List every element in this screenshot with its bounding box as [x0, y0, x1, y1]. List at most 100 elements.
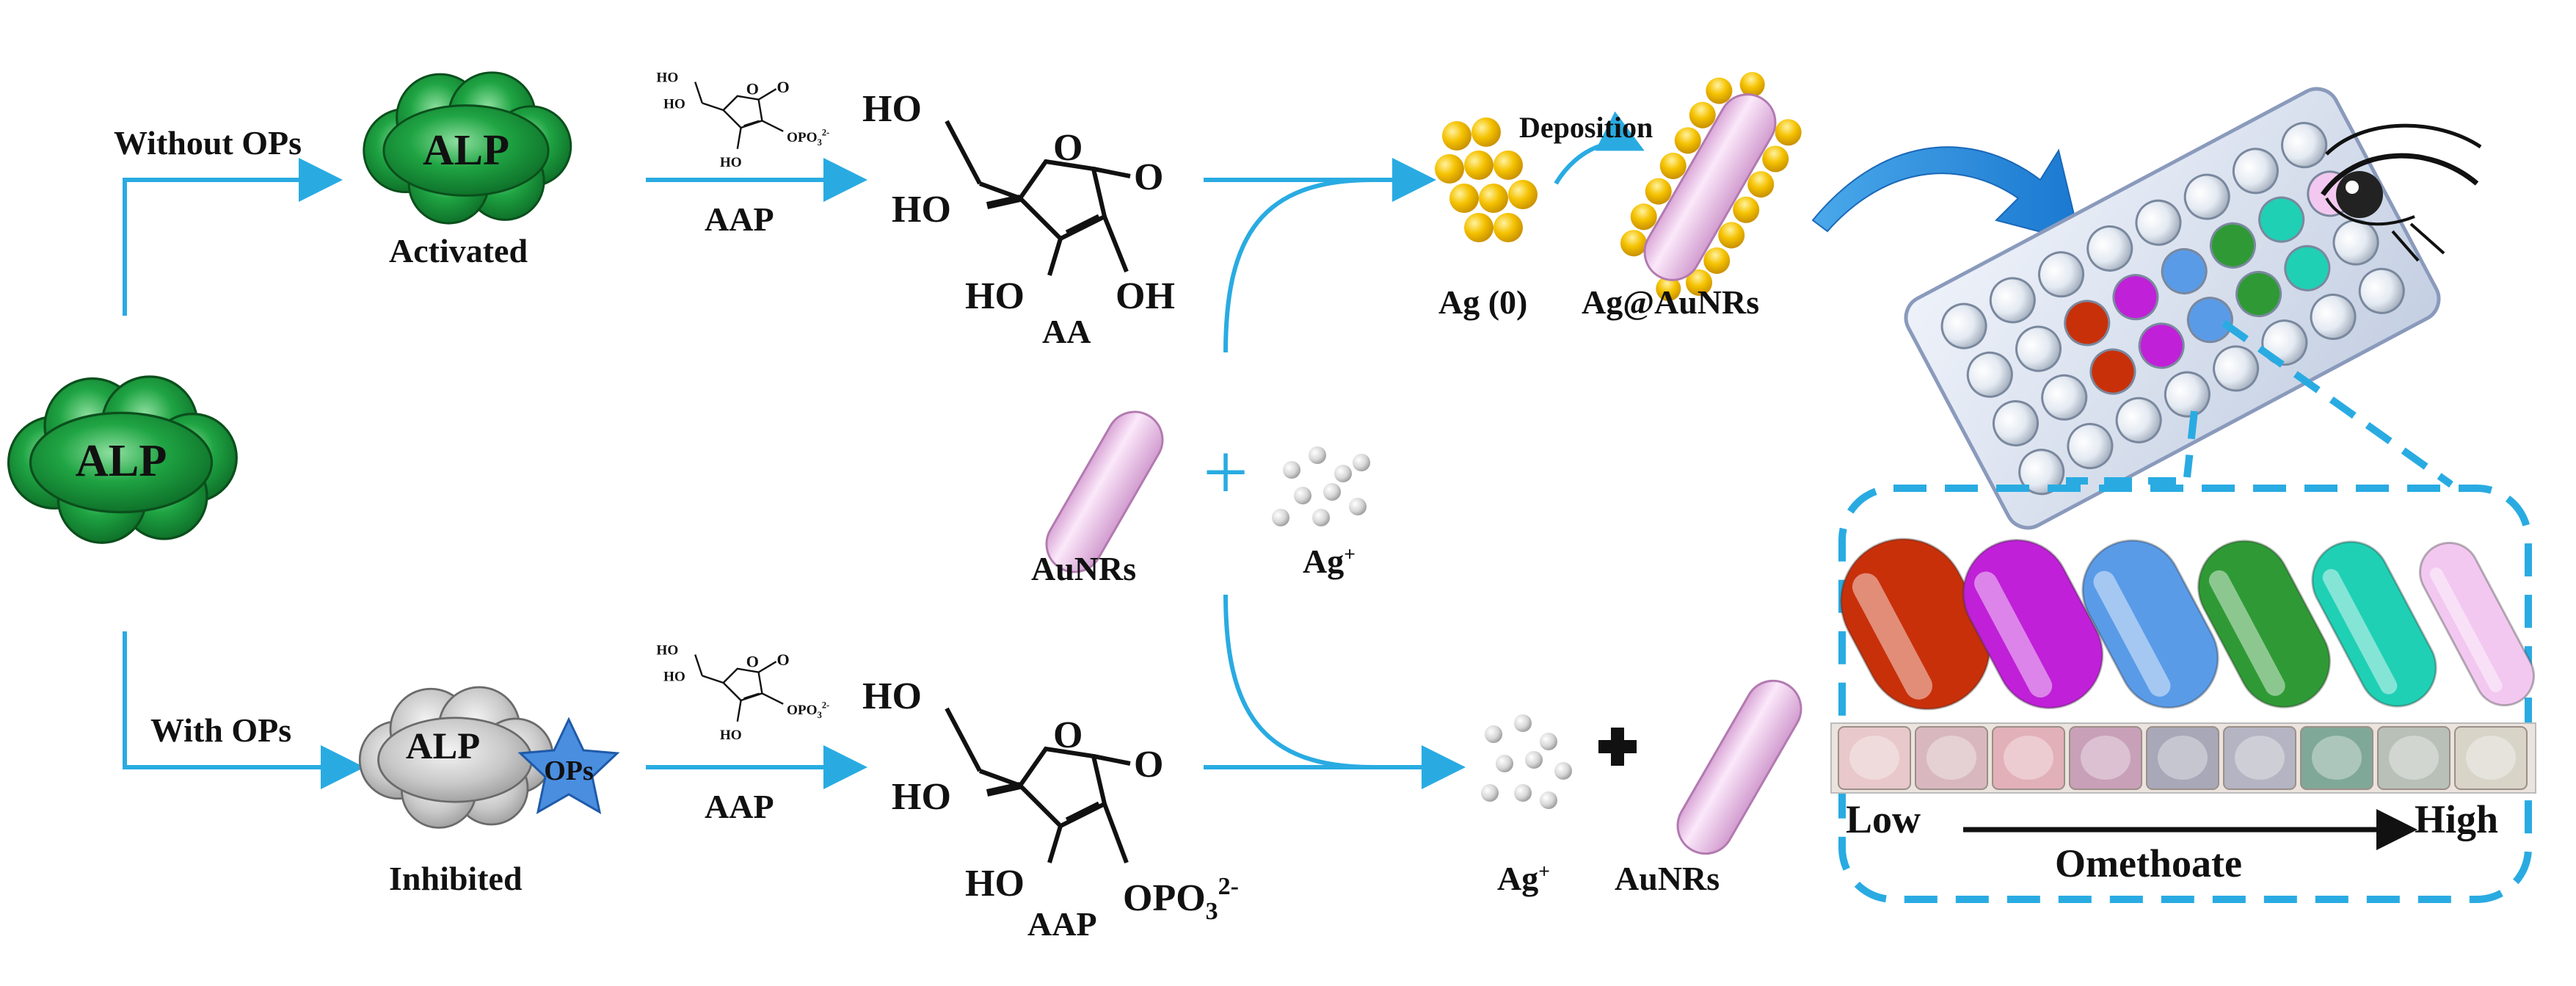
- aap-o-ring: O: [1053, 714, 1083, 756]
- plate-well: [2138, 322, 2185, 369]
- mol-bot-ho-3: HO: [720, 728, 742, 743]
- mol-top-ho-1: HO: [656, 70, 678, 86]
- deposition-label: Deposition: [1519, 111, 1653, 144]
- plate-well: [2310, 294, 2357, 341]
- color-rod: [2418, 541, 2536, 707]
- ag-at-aunr-label: Ag@AuNRs: [1582, 283, 1760, 321]
- well-plate: [1904, 87, 2441, 530]
- mol-top-ho-2: HO: [663, 97, 685, 112]
- plate-well: [2064, 300, 2111, 347]
- aa-ho-1: HO: [862, 88, 922, 130]
- vial: [2454, 726, 2528, 790]
- bottom-ag-ion-label: Ag+: [1497, 859, 1550, 897]
- ag0-particle-cluster: [1435, 117, 1538, 242]
- activated-label: Activated: [389, 232, 528, 269]
- middle-aunr-label: AuNRs: [1031, 550, 1137, 587]
- aap-opo3: OPO32-: [1123, 873, 1239, 925]
- plate-well: [2213, 345, 2260, 392]
- activated-alp-cloud: ALP: [363, 71, 572, 225]
- aa-structure: O O HO HO HO OH: [862, 88, 1175, 317]
- inhibited-alp-label: ALP: [406, 725, 480, 766]
- color-rod: [2081, 539, 2219, 709]
- legend-high: High: [2415, 797, 2499, 841]
- plate-well: [2209, 222, 2256, 269]
- plate-well: [2161, 247, 2208, 294]
- vial: [2146, 726, 2219, 790]
- plate-well: [2332, 219, 2379, 266]
- middle-plus: +: [1203, 427, 1248, 517]
- mol-top-ho-3: HO: [720, 155, 742, 170]
- ops-star-label: OPs: [544, 755, 594, 786]
- bottom-branch-arrow: [123, 631, 365, 789]
- plate-well: [2112, 274, 2159, 321]
- aa-o-ring: O: [1053, 127, 1083, 169]
- ag0-label: Ag (0): [1438, 283, 1528, 321]
- aa-o-keto: O: [1134, 156, 1163, 198]
- plate-well: [2086, 225, 2133, 272]
- top-branch-arrow: [123, 158, 343, 316]
- inhibited-alp-cloud: ALP: [358, 686, 554, 829]
- mol-top-o-ring: O: [746, 79, 759, 98]
- ops-star: OPs: [517, 717, 620, 814]
- plate-well: [2115, 396, 2162, 443]
- plate-well: [2281, 122, 2328, 169]
- eye-icon: [2321, 123, 2482, 262]
- plate-well: [1966, 351, 2013, 398]
- bottom-aunr-label: AuNRs: [1615, 860, 1720, 897]
- color-rod-series: [1840, 537, 2536, 711]
- color-rod: [1840, 537, 1991, 711]
- middle-ag-ion-cluster: [1272, 446, 1370, 526]
- aap-arrow-label-top: AAP: [705, 200, 774, 238]
- plate-well: [2089, 348, 2136, 395]
- aa-ho-3: HO: [965, 275, 1025, 317]
- inhibited-label: Inhibited: [389, 860, 523, 897]
- vial: [2300, 726, 2373, 790]
- aap-arrow-label-bottom: AAP: [705, 788, 774, 825]
- aap-large-structure: O O HO HO HO OPO32-: [862, 675, 1239, 925]
- bottom-ag-ion-cluster: [1481, 714, 1572, 809]
- readout-big-arrow: [1811, 146, 2082, 244]
- legend-low: Low: [1846, 797, 1921, 841]
- reagent-down-curve: [1223, 594, 1373, 769]
- plate-well: [2358, 267, 2405, 314]
- color-rod: [2197, 540, 2331, 708]
- aap-o-keto: O: [1134, 744, 1163, 786]
- aap-small-structure-bottom: O O HO HO HO OPO32-: [656, 643, 829, 743]
- color-rod: [2311, 540, 2437, 708]
- ag-at-aunr: [1620, 72, 1802, 302]
- plate-well: [1993, 400, 2040, 447]
- start-alp-label: ALP: [76, 435, 167, 486]
- plate-well: [2038, 251, 2085, 298]
- zoom-callout-lines: [2066, 319, 2453, 488]
- plate-well: [2067, 423, 2114, 470]
- vial: [1838, 726, 1911, 790]
- mol-bot-o-ring: O: [746, 652, 759, 670]
- aap-ho-1: HO: [862, 675, 922, 717]
- vial: [1915, 726, 1988, 790]
- reagent-up-curve: [1223, 178, 1373, 353]
- middle-ag-ion-label: Ag+: [1303, 542, 1356, 580]
- start-alp-cloud: ALP: [7, 375, 238, 544]
- aap-small-structure-top: O O HO HO HO OPO32-: [656, 70, 829, 170]
- plate-well: [1940, 302, 1987, 349]
- plate-well: [1989, 277, 2036, 324]
- mol-bot-ho-2: HO: [663, 670, 685, 685]
- plate-well: [2258, 196, 2305, 243]
- bottom-aunr: [1676, 679, 1802, 855]
- plate-well: [2041, 374, 2088, 421]
- plate-well: [2015, 325, 2062, 372]
- vial: [2223, 726, 2296, 790]
- deposition-arrow: [1554, 111, 1645, 185]
- legend-analyte: Omethoate: [2055, 841, 2242, 885]
- aa-ho-2: HO: [892, 189, 951, 231]
- plate-well: [2235, 271, 2282, 318]
- bottom-bold-plus: [1598, 728, 1637, 766]
- aap-product-label: AAP: [1027, 905, 1097, 943]
- vial-photo-strip: [1830, 722, 2536, 794]
- mol-top-opo3: OPO32-: [787, 128, 829, 148]
- with-ops-label: With OPs: [150, 711, 292, 749]
- callout-box: [1838, 485, 2532, 903]
- plate-well: [2135, 199, 2182, 246]
- aap-ho-2: HO: [892, 776, 951, 818]
